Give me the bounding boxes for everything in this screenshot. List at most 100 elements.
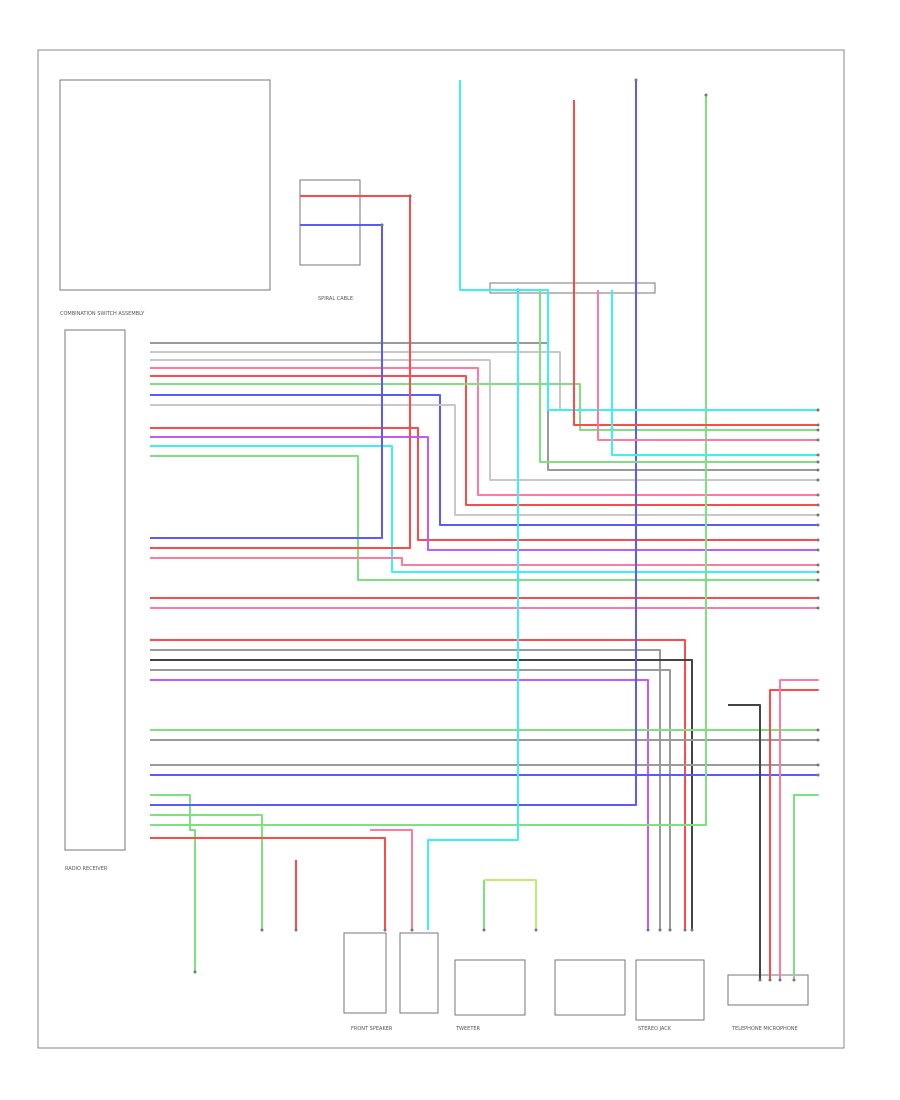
terminal-w23 bbox=[816, 728, 820, 732]
terminal-w31 bbox=[383, 928, 387, 932]
terminal-w35 bbox=[816, 423, 820, 427]
wire-w30 bbox=[150, 95, 707, 826]
terminal-w45 bbox=[768, 978, 772, 982]
wire-w32 bbox=[370, 829, 413, 930]
wire-w20 bbox=[150, 659, 693, 930]
wire-w29 bbox=[150, 814, 263, 930]
wire-w6 bbox=[150, 383, 818, 431]
terminal-w27 bbox=[193, 970, 197, 974]
wire-w36 bbox=[597, 290, 818, 441]
wire-w33 bbox=[427, 290, 519, 930]
terminal-w12 bbox=[816, 578, 820, 582]
wire-w3 bbox=[150, 359, 818, 481]
terminal-w3 bbox=[816, 478, 820, 482]
terminal-w1 bbox=[816, 468, 820, 472]
component-label: FRONT SPEAKER bbox=[351, 1026, 393, 1032]
wire-w37 bbox=[611, 290, 818, 456]
terminal-w24 bbox=[816, 738, 820, 742]
component-front-speaker-l bbox=[343, 932, 387, 1014]
wire-w43 bbox=[484, 879, 537, 930]
component-label: RADIO RECEIVER bbox=[65, 866, 108, 872]
component-label: SPIRAL CABLE bbox=[318, 296, 353, 302]
terminal-w18 bbox=[683, 928, 687, 932]
terminal-w34 bbox=[816, 408, 820, 412]
terminal-w11 bbox=[816, 570, 820, 574]
component-tweeter-r bbox=[554, 959, 626, 1016]
wire-w47 bbox=[793, 794, 819, 980]
terminal-w19 bbox=[658, 928, 662, 932]
terminal-w36 bbox=[816, 438, 820, 442]
terminal-w28 bbox=[634, 78, 638, 82]
wire-w5 bbox=[150, 375, 818, 506]
component-radio-receiver bbox=[64, 329, 126, 851]
terminal-w41 bbox=[294, 928, 298, 932]
wire-w27 bbox=[150, 794, 196, 972]
terminal-w5 bbox=[816, 503, 820, 507]
terminal-w38 bbox=[816, 460, 820, 464]
terminal-w42 bbox=[482, 928, 486, 932]
terminal-w43 bbox=[534, 928, 538, 932]
wire-w35 bbox=[573, 100, 818, 426]
components-layer bbox=[59, 79, 809, 1021]
wire-w14 bbox=[150, 196, 411, 549]
component-telephone-mic bbox=[727, 974, 809, 1006]
component-combination-switch bbox=[59, 79, 271, 291]
wire-w9 bbox=[150, 427, 818, 541]
component-label: STEREO JACK bbox=[638, 1026, 672, 1032]
terminal-w29 bbox=[260, 928, 264, 932]
diagram-frame bbox=[37, 49, 845, 1049]
terminal-w40 bbox=[380, 223, 384, 227]
wire-w46 bbox=[779, 679, 819, 980]
terminal-w17 bbox=[816, 606, 820, 610]
wire-w12 bbox=[150, 455, 818, 581]
wire-w44 bbox=[728, 704, 761, 980]
terminal-w44 bbox=[758, 978, 762, 982]
terminal-w47 bbox=[792, 978, 796, 982]
wire-w15 bbox=[150, 557, 818, 566]
terminal-w15 bbox=[816, 563, 820, 567]
component-connector-top bbox=[489, 282, 656, 294]
terminal-w4 bbox=[816, 493, 820, 497]
wire-w21 bbox=[150, 669, 671, 930]
component-spiral-cable bbox=[299, 179, 361, 266]
labels-layer: COMBINATION SWITCH ASSEMBLY SPIRAL CABLE R… bbox=[60, 296, 798, 1032]
terminal-w25 bbox=[816, 763, 820, 767]
component-front-speaker-r bbox=[399, 932, 439, 1014]
component-label: TWEETER bbox=[455, 1026, 481, 1032]
terminal-w16 bbox=[816, 596, 820, 600]
component-tweeter-l bbox=[454, 959, 526, 1016]
wire-w34 bbox=[459, 80, 818, 411]
wires-layer bbox=[150, 78, 820, 982]
terminal-w20 bbox=[690, 928, 694, 932]
terminal-w46 bbox=[778, 978, 782, 982]
terminal-w8 bbox=[816, 513, 820, 517]
wire-w38 bbox=[539, 290, 818, 463]
wire-w18 bbox=[150, 639, 686, 930]
component-label: COMBINATION SWITCH ASSEMBLY bbox=[60, 311, 145, 317]
wire-w22 bbox=[150, 679, 649, 930]
terminal-w32 bbox=[410, 928, 414, 932]
wire-w8 bbox=[150, 404, 818, 516]
wire-w10 bbox=[150, 436, 818, 551]
terminal-w7 bbox=[816, 523, 820, 527]
terminal-w10 bbox=[816, 548, 820, 552]
wire-w28 bbox=[150, 80, 637, 806]
component-label: TELEPHONE MICROPHONE bbox=[731, 1026, 798, 1032]
wire-w1 bbox=[150, 342, 818, 471]
wire-w7 bbox=[150, 394, 818, 526]
terminal-w26 bbox=[816, 773, 820, 777]
terminal-w22 bbox=[646, 928, 650, 932]
wire-w19 bbox=[150, 649, 661, 930]
terminal-w30 bbox=[704, 93, 708, 97]
wire-w45 bbox=[769, 689, 819, 980]
wire-w31 bbox=[150, 837, 386, 930]
terminal-w39 bbox=[408, 194, 412, 198]
terminal-w37 bbox=[816, 453, 820, 457]
terminal-w6 bbox=[816, 428, 820, 432]
terminal-w21 bbox=[668, 928, 672, 932]
terminal-w9 bbox=[816, 538, 820, 542]
component-stereo-jack bbox=[635, 959, 705, 1021]
wire-w13 bbox=[150, 225, 383, 539]
wire-w11 bbox=[150, 445, 818, 573]
